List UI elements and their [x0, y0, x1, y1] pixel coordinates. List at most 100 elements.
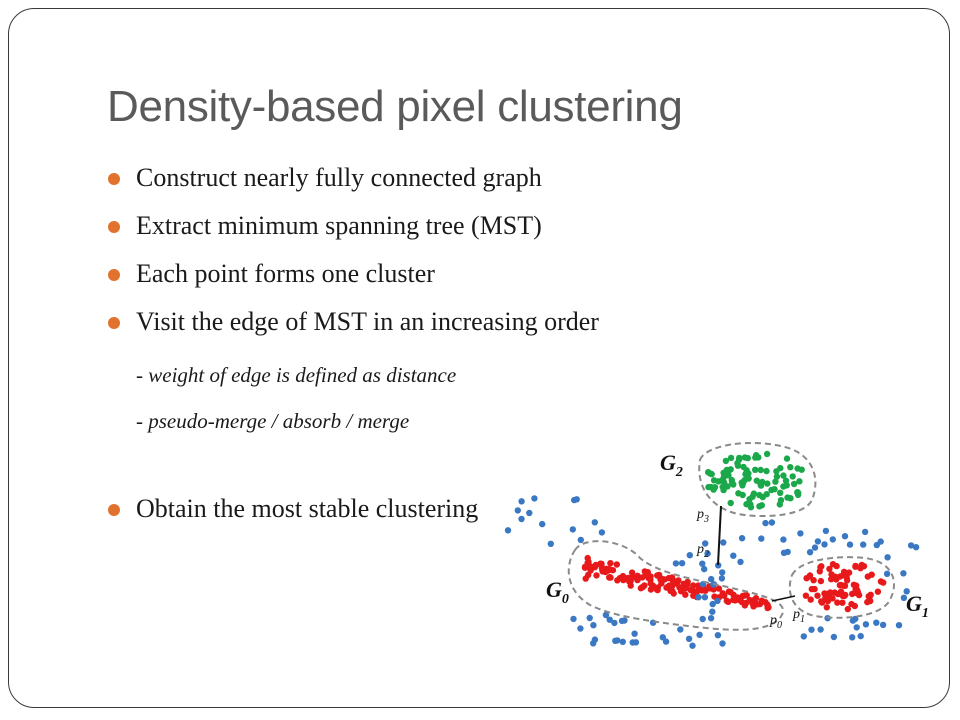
cluster-g0-point [702, 587, 709, 594]
noise-point [504, 527, 512, 534]
noise-point [701, 594, 709, 601]
cluster-g2-point [757, 466, 764, 474]
noise-point [659, 634, 666, 641]
cluster-g0-point [645, 574, 652, 581]
cluster-g2-point [740, 479, 747, 486]
cluster-g0-point [765, 604, 772, 611]
noise-point [907, 542, 915, 549]
cluster-g2-point [796, 478, 803, 485]
noise-point [821, 541, 828, 548]
noise-point [606, 616, 613, 623]
cluster-g2-point [749, 493, 756, 500]
cluster-g0-point [723, 597, 730, 604]
cluster-g1-point [842, 591, 849, 599]
noise-point [841, 533, 849, 540]
noise-point [720, 539, 727, 546]
cluster-g0-point [669, 588, 676, 595]
noise-point [686, 552, 693, 559]
cluster-g2-point [753, 452, 760, 459]
cluster-g0-point [597, 560, 604, 567]
cluster-g2-point [764, 480, 771, 487]
cluster-g2-point [768, 486, 775, 494]
noise-point [629, 639, 636, 646]
noise-point [883, 570, 891, 577]
noise-point [715, 562, 722, 569]
noise-point [737, 558, 744, 566]
cluster-g1-point [851, 589, 859, 596]
noise-point [678, 560, 686, 567]
noise-point [709, 608, 716, 615]
cluster-g0-point [663, 584, 670, 591]
cluster-g0-point [582, 575, 589, 582]
cluster-g1-point [860, 563, 868, 570]
noise-point [718, 575, 726, 582]
cluster-g2-point [752, 466, 759, 473]
noise-point [518, 515, 525, 523]
cluster-g2-point [711, 484, 719, 491]
cluster-g2-point [744, 454, 751, 462]
noise-point [577, 625, 584, 632]
cluster-g1-point [828, 576, 835, 583]
noise-point [571, 496, 578, 504]
cluster-g1-point [834, 590, 842, 598]
cluster-g2-point [777, 464, 784, 472]
noise-point [879, 621, 887, 629]
noise-point [586, 614, 593, 622]
cluster-g1-point [874, 588, 882, 595]
noise-point [730, 552, 737, 559]
cluster-g2-point [753, 477, 760, 484]
noise-point [590, 640, 597, 647]
cluster-g2-point [747, 504, 755, 511]
cluster-g2-point [777, 497, 785, 504]
cluster-g2-point [782, 477, 790, 484]
noise-point [685, 635, 693, 642]
noise-point [709, 600, 716, 608]
cluster-g1-point [834, 599, 841, 606]
noise-point [814, 538, 822, 545]
noise-point [618, 617, 626, 625]
cluster-g0-point [727, 588, 734, 596]
cluster-g2-point [739, 491, 746, 499]
noise-point [873, 619, 880, 626]
cluster-g2-point [759, 478, 766, 486]
cluster-g2-point [773, 473, 781, 480]
cluster-g1-point [840, 568, 848, 575]
noise-point [780, 536, 787, 543]
cluster-g1-point [848, 600, 855, 608]
cluster-g0-point [730, 596, 737, 604]
noise-point [704, 550, 711, 557]
noise-point [695, 594, 702, 601]
cluster-g0-point [682, 591, 689, 598]
slide-frame [8, 8, 950, 708]
noise-point [900, 594, 908, 601]
cluster-g1-point [850, 581, 858, 588]
cluster-g2-point [722, 457, 730, 465]
cluster-g0-point [675, 577, 682, 584]
cluster-g1-point [839, 599, 846, 606]
cluster-g1-point [814, 592, 821, 599]
noise-point [570, 615, 577, 623]
cluster-g2-point [763, 467, 770, 475]
noise-point [719, 569, 726, 576]
cluster-g2-point [742, 471, 749, 478]
cluster-g2-point [727, 454, 735, 462]
noise-point [708, 575, 715, 583]
cluster-g0-point [647, 580, 654, 587]
noise-point [846, 541, 854, 548]
cluster-g2-point [724, 483, 731, 490]
noise-point [619, 638, 626, 645]
label-g0: G0 [546, 577, 569, 607]
cluster-g0-point [715, 585, 723, 592]
cluster-g2-point [763, 450, 771, 458]
cluster-g0-point [762, 599, 769, 606]
noise-point [611, 619, 618, 627]
cluster-g2-point [727, 499, 734, 507]
label-g1: G1 [906, 591, 929, 621]
noise-point [806, 549, 814, 556]
noise-point [857, 632, 864, 640]
cluster-g1-point [817, 564, 824, 571]
cluster-g1-point [826, 565, 833, 573]
cluster-g2-point [777, 489, 784, 496]
cluster-g0-point [606, 566, 613, 573]
noise-point [762, 519, 769, 527]
